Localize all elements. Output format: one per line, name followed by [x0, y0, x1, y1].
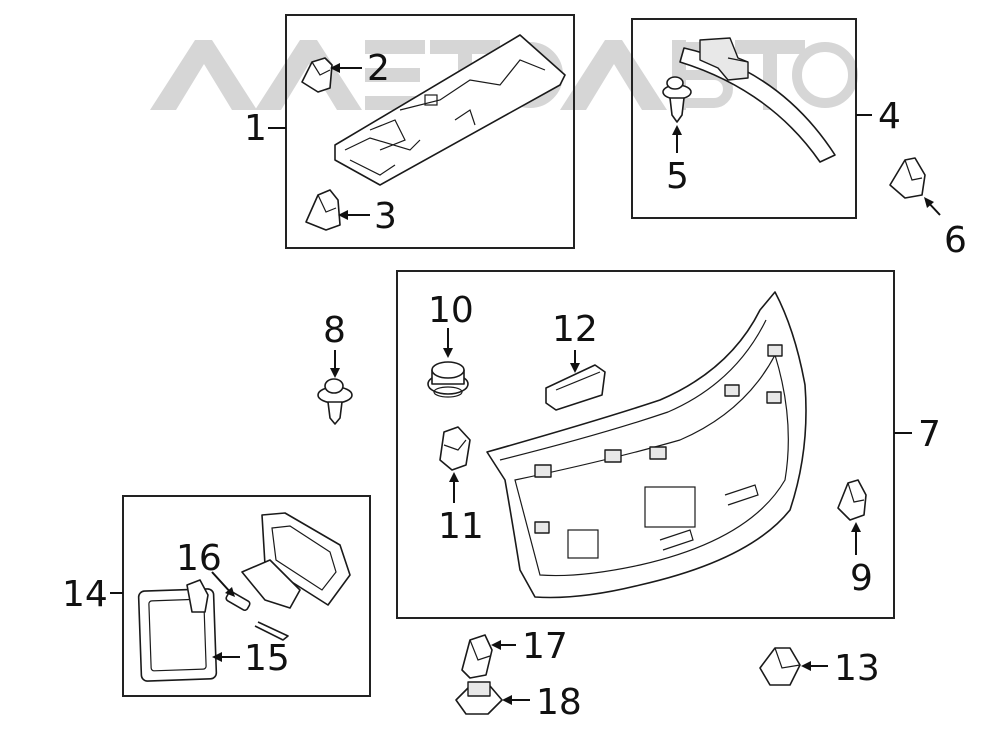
leader-lines — [110, 63, 941, 705]
callout-14: 14 — [62, 574, 108, 615]
callout-17: 17 — [522, 626, 568, 667]
part-11-clip — [439, 426, 471, 471]
callout-18: 18 — [536, 682, 582, 723]
part-10-grommet — [427, 361, 469, 398]
part-5-pin — [662, 76, 692, 123]
part-13-clip — [759, 647, 801, 686]
frame-group-4 — [631, 18, 857, 219]
callout-4: 4 — [878, 96, 901, 137]
part-2-clip — [301, 57, 333, 93]
part-4-strip — [679, 37, 836, 163]
part-8-pin — [317, 378, 353, 425]
part-12-pad — [545, 364, 606, 411]
part-14-housing — [241, 512, 351, 609]
callout-11: 11 — [438, 506, 484, 547]
callout-16: 16 — [176, 538, 222, 579]
callout-13: 13 — [834, 648, 880, 689]
part-1-rail — [334, 34, 566, 186]
callout-labels: 1 2 3 4 5 6 7 8 9 10 11 12 13 14 15 16 1… — [62, 48, 967, 723]
callout-9: 9 — [850, 558, 873, 599]
part-16-bulb — [186, 579, 289, 641]
callout-1: 1 — [244, 108, 267, 149]
part-17-clip — [461, 634, 493, 679]
part-3-clip — [305, 189, 341, 231]
callout-8: 8 — [323, 310, 346, 351]
frame-group-1 — [285, 14, 575, 249]
callout-10: 10 — [428, 290, 474, 331]
callout-5: 5 — [666, 156, 689, 197]
callout-3: 3 — [374, 196, 397, 237]
part-6-clip — [889, 157, 926, 199]
frame-group-7 — [396, 270, 895, 619]
callout-15: 15 — [244, 638, 290, 679]
callout-12: 12 — [552, 309, 598, 350]
callout-2: 2 — [367, 48, 390, 89]
frame-group-14 — [122, 495, 371, 697]
callout-7: 7 — [918, 414, 941, 455]
callout-6: 6 — [944, 220, 967, 261]
part-9-clip — [837, 479, 867, 521]
part-18-clip — [455, 681, 503, 715]
part-7-tailgate-panel — [486, 291, 807, 599]
